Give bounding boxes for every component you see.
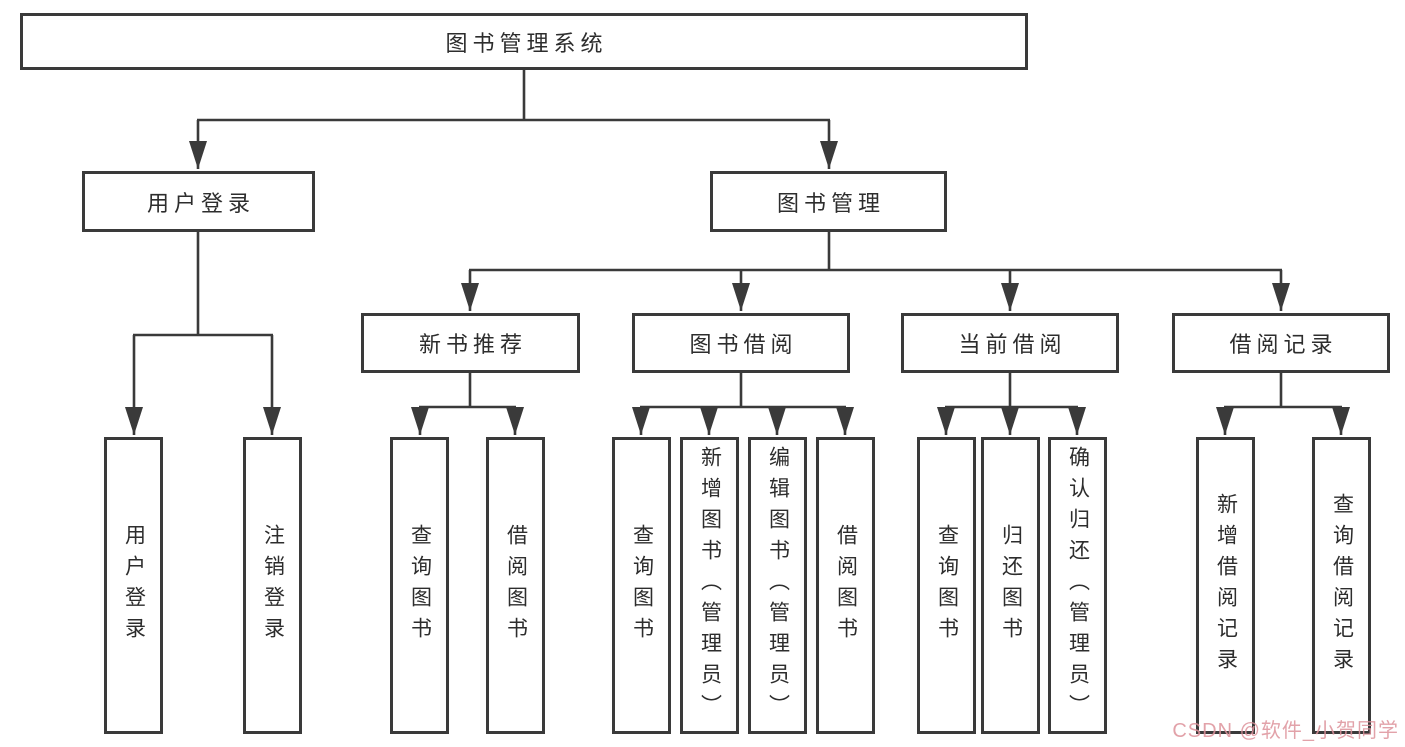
node-current-borrow: 当前借阅 xyxy=(901,313,1119,373)
leaf-borrow-add-admin: 新增图书（管理员） xyxy=(680,437,739,734)
leaf-user-login: 用户登录 xyxy=(104,437,163,734)
leaf-current-confirm-admin: 确认归还（管理员） xyxy=(1048,437,1107,734)
node-book-borrow: 图书借阅 xyxy=(632,313,850,373)
leaf-borrow-borrow: 借阅图书 xyxy=(816,437,875,734)
leaf-borrow-edit-admin: 编辑图书（管理员） xyxy=(748,437,807,734)
leaf-logout: 注销登录 xyxy=(243,437,302,734)
node-root: 图书管理系统 xyxy=(20,13,1028,70)
leaf-records-add: 新增借阅记录 xyxy=(1196,437,1255,734)
leaf-newbooks-borrow: 借阅图书 xyxy=(486,437,545,734)
node-borrow-records: 借阅记录 xyxy=(1172,313,1390,373)
node-book-management: 图书管理 xyxy=(710,171,947,232)
leaf-newbooks-query: 查询图书 xyxy=(390,437,449,734)
leaf-current-return: 归还图书 xyxy=(981,437,1040,734)
leaf-borrow-query: 查询图书 xyxy=(612,437,671,734)
node-user-login: 用户登录 xyxy=(82,171,315,232)
csdn-watermark: CSDN @软件_小贺同学 xyxy=(1172,720,1399,742)
leaf-current-query: 查询图书 xyxy=(917,437,976,734)
node-new-book-recommend: 新书推荐 xyxy=(361,313,580,373)
leaf-records-query: 查询借阅记录 xyxy=(1312,437,1371,734)
